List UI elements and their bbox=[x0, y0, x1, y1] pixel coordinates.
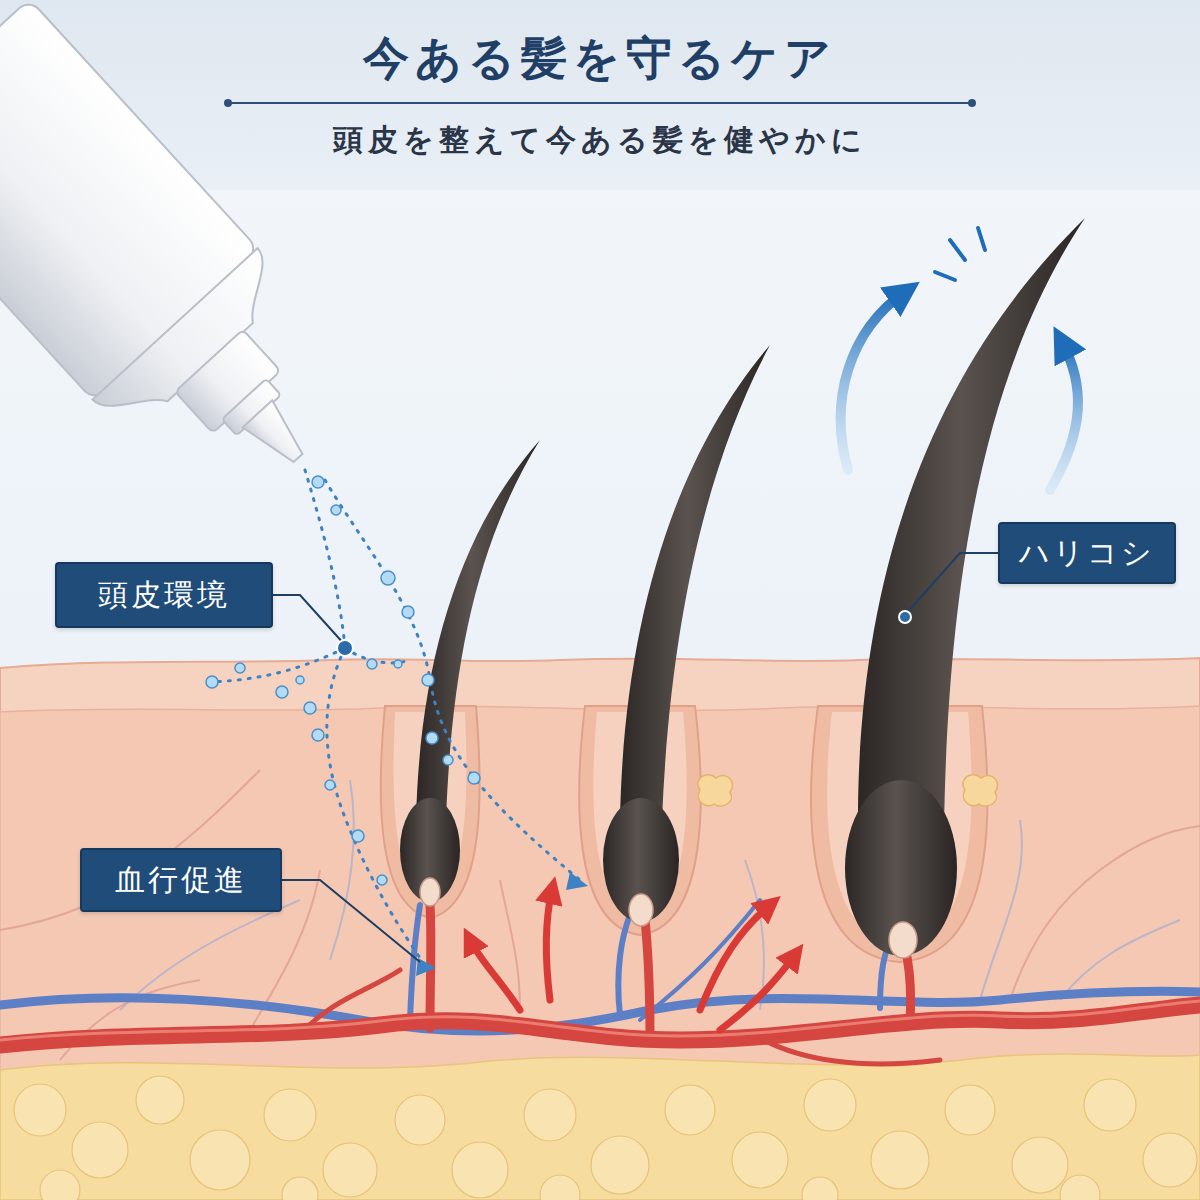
label-text: 頭皮環境 bbox=[98, 575, 230, 616]
label-box: 血行促進 bbox=[80, 848, 282, 912]
subtitle: 頭皮を整えて今ある髪を健やかに bbox=[0, 120, 1200, 161]
label-text: 血行促進 bbox=[115, 860, 247, 901]
label-text: ハリコシ bbox=[1019, 533, 1155, 574]
label-box: ハリコシ bbox=[998, 522, 1176, 584]
label-box: 頭皮環境 bbox=[55, 562, 273, 628]
title: 今ある髪を守るケア bbox=[0, 28, 1200, 90]
